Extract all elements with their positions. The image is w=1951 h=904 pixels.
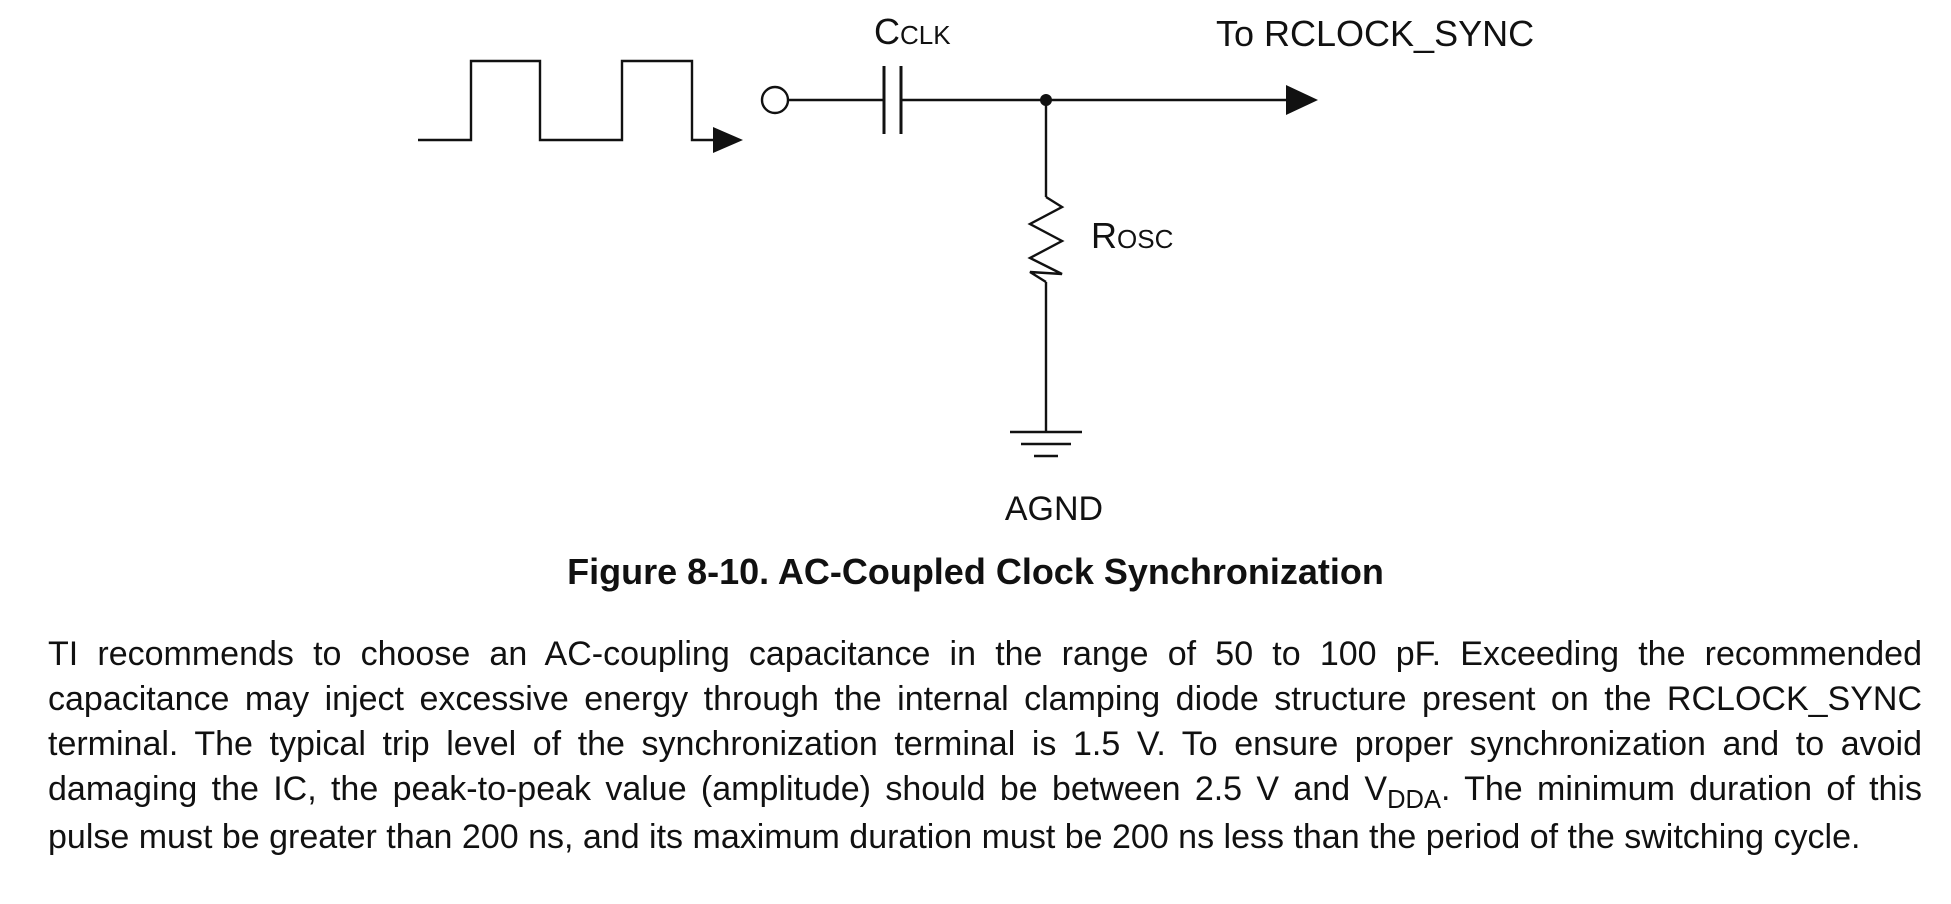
body-paragraph: TI recommends to choose an AC-coupling c… [48, 632, 1922, 860]
ground-symbol [1010, 430, 1082, 458]
paragraph-text-after: . The minimum duration of this pulse mus… [48, 770, 1922, 856]
circuit-schematic: CCLK To RCLOCK_SYNC ROSC AGND [418, 11, 1534, 528]
figure-caption: Figure 8-10. AC-Coupled Clock Synchroniz… [567, 551, 1384, 592]
clock-pulse-waveform [418, 59, 743, 153]
output-arrowhead [1286, 85, 1318, 115]
resistor-label: ROSC [1091, 215, 1173, 256]
input-terminal [760, 85, 790, 115]
vdda-subscript: DDA [1387, 785, 1441, 814]
capacitor-cclk [882, 66, 903, 134]
paragraph-text-before: TI recommends to choose an AC-coupling c… [48, 635, 1922, 808]
ground-label: AGND [1005, 490, 1103, 528]
resistor-rosc [1027, 195, 1065, 284]
capacitor-label: CCLK [874, 11, 951, 52]
output-label: To RCLOCK_SYNC [1216, 13, 1534, 54]
pulse-arrowhead [713, 127, 743, 153]
